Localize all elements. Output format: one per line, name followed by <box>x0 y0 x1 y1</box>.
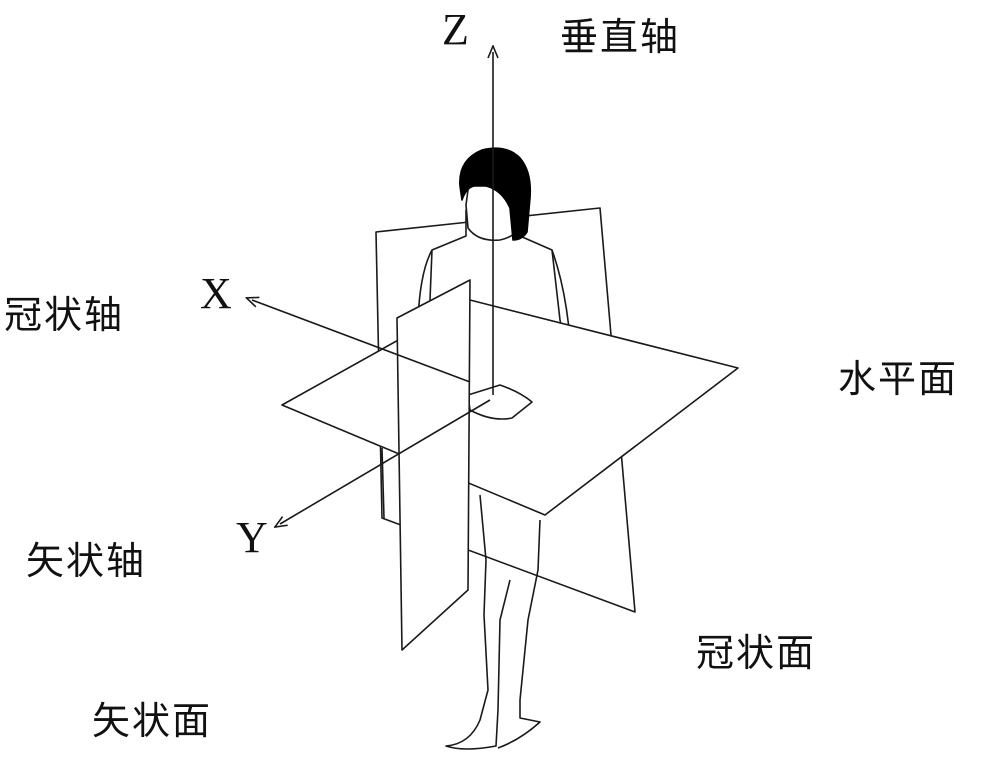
z-axis-letter: Z <box>442 5 469 54</box>
figure-left-leg <box>445 494 511 750</box>
sagittal-plane <box>396 279 471 651</box>
torso-section <box>467 384 533 420</box>
figure-hair <box>459 147 532 241</box>
figure-right-leg <box>497 519 541 749</box>
sagittal-axis-label: 矢状轴 <box>26 539 147 583</box>
x-axis-letter: X <box>200 269 232 318</box>
horizontal-plane-label: 水平面 <box>838 357 959 401</box>
x-axis <box>252 300 471 383</box>
coronal-plane-label: 冠状面 <box>696 631 817 675</box>
vertical-axis-label: 垂直轴 <box>560 15 681 59</box>
sagittal-plane-label: 矢状面 <box>92 699 213 743</box>
sagittal-plane-edge <box>381 447 385 519</box>
y-axis <box>280 399 491 524</box>
y-axis-letter: Y <box>236 513 268 562</box>
coronal-axis-label: 冠状轴 <box>4 293 125 337</box>
